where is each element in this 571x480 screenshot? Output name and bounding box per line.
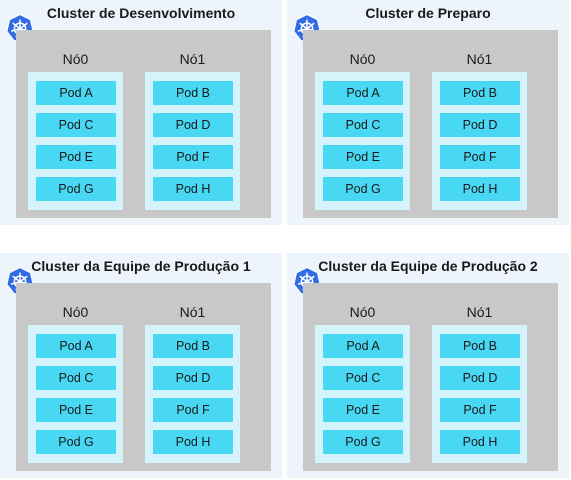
- cluster-title: Cluster de Desenvolvimento: [46, 5, 236, 21]
- cluster-panel-1: Cluster de Desenvolvimento Nó0 Nó1 Pod A…: [0, 0, 282, 225]
- pod-box: Pod D: [153, 366, 233, 390]
- pod-box: Pod C: [36, 113, 116, 137]
- pod-box: Pod G: [323, 177, 403, 201]
- node-box-0: Pod A Pod C Pod E Pod G: [315, 72, 410, 210]
- pod-box: Pod B: [153, 81, 233, 105]
- pod-box: Pod F: [440, 145, 520, 169]
- node-label: Nó0: [62, 51, 89, 67]
- pod-box: Pod D: [440, 366, 520, 390]
- node-label: Nó0: [62, 304, 89, 320]
- pod-box: Pod G: [36, 177, 116, 201]
- pod-box: Pod F: [440, 398, 520, 422]
- node-label: Nó1: [179, 51, 206, 67]
- pod-box: Pod H: [440, 177, 520, 201]
- pod-box: Pod C: [36, 366, 116, 390]
- pod-box: Pod E: [36, 398, 116, 422]
- pod-box: Pod A: [323, 81, 403, 105]
- pod-box: Pod B: [153, 334, 233, 358]
- pod-box: Pod C: [323, 113, 403, 137]
- pod-box: Pod G: [36, 430, 116, 454]
- pod-box: Pod E: [36, 145, 116, 169]
- pod-box: Pod C: [323, 366, 403, 390]
- pod-box: Pod D: [440, 113, 520, 137]
- pod-box: Pod A: [36, 81, 116, 105]
- node-label: Nó1: [466, 304, 493, 320]
- pod-box: Pod E: [323, 145, 403, 169]
- pod-box: Pod A: [323, 334, 403, 358]
- pod-box: Pod H: [153, 430, 233, 454]
- node-box-1: Pod B Pod D Pod F Pod H: [432, 325, 527, 463]
- pod-box: Pod H: [440, 430, 520, 454]
- pod-box: Pod F: [153, 398, 233, 422]
- pod-box: Pod A: [36, 334, 116, 358]
- node-box-1: Pod B Pod D Pod F Pod H: [145, 72, 240, 210]
- cluster-panel-3: Cluster da Equipe de Produção 1 Nó0 Nó1 …: [0, 253, 282, 478]
- node-box-0: Pod A Pod C Pod E Pod G: [315, 325, 410, 463]
- pod-box: Pod B: [440, 81, 520, 105]
- pod-box: Pod B: [440, 334, 520, 358]
- pod-box: Pod D: [153, 113, 233, 137]
- pod-box: Pod G: [323, 430, 403, 454]
- node-box-0: Pod A Pod C Pod E Pod G: [28, 72, 123, 210]
- node-label: Nó1: [179, 304, 206, 320]
- pod-box: Pod H: [153, 177, 233, 201]
- node-label: Nó0: [349, 304, 376, 320]
- pod-box: Pod E: [323, 398, 403, 422]
- cluster-panel-4: Cluster da Equipe de Produção 2 Nó0 Nó1 …: [287, 253, 569, 478]
- node-label: Nó0: [349, 51, 376, 67]
- pod-box: Pod F: [153, 145, 233, 169]
- cluster-title: Cluster da Equipe de Produção 2: [318, 258, 538, 274]
- node-label: Nó1: [466, 51, 493, 67]
- node-box-1: Pod B Pod D Pod F Pod H: [432, 72, 527, 210]
- cluster-title: Cluster de Preparo: [365, 5, 491, 21]
- cluster-title: Cluster da Equipe de Produção 1: [31, 258, 251, 274]
- node-box-1: Pod B Pod D Pod F Pod H: [145, 325, 240, 463]
- node-box-0: Pod A Pod C Pod E Pod G: [28, 325, 123, 463]
